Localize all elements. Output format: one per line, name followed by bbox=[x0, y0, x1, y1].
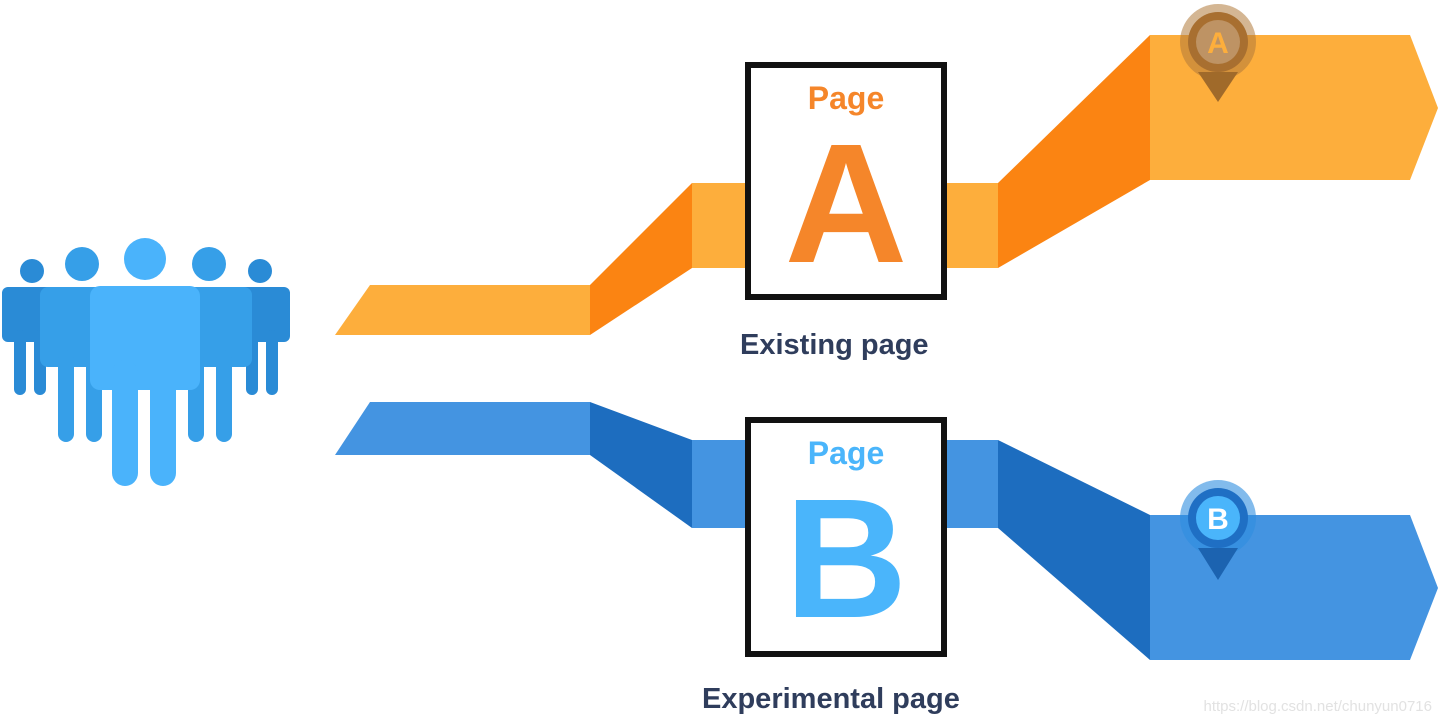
path-b bbox=[335, 402, 1438, 660]
watermark: https://blog.csdn.net/chunyun0716 bbox=[1203, 698, 1432, 715]
page-b-letter: B bbox=[784, 464, 908, 654]
page-b-card: Page B bbox=[745, 417, 947, 657]
pin-a-letter: A bbox=[1207, 27, 1229, 60]
page-b-word: Page bbox=[807, 435, 885, 471]
page-a-letter: A bbox=[784, 109, 908, 299]
pin-a-icon: A bbox=[1180, 4, 1256, 102]
page-a-card: Page A bbox=[745, 62, 947, 300]
pin-b-letter: B bbox=[1207, 503, 1229, 536]
page-a-word: Page bbox=[807, 80, 885, 116]
users-group-icon bbox=[2, 238, 290, 486]
experimental-page-caption: Experimental page bbox=[702, 683, 960, 715]
pin-b-icon: B bbox=[1180, 480, 1256, 580]
existing-page-caption: Existing page bbox=[740, 329, 929, 361]
